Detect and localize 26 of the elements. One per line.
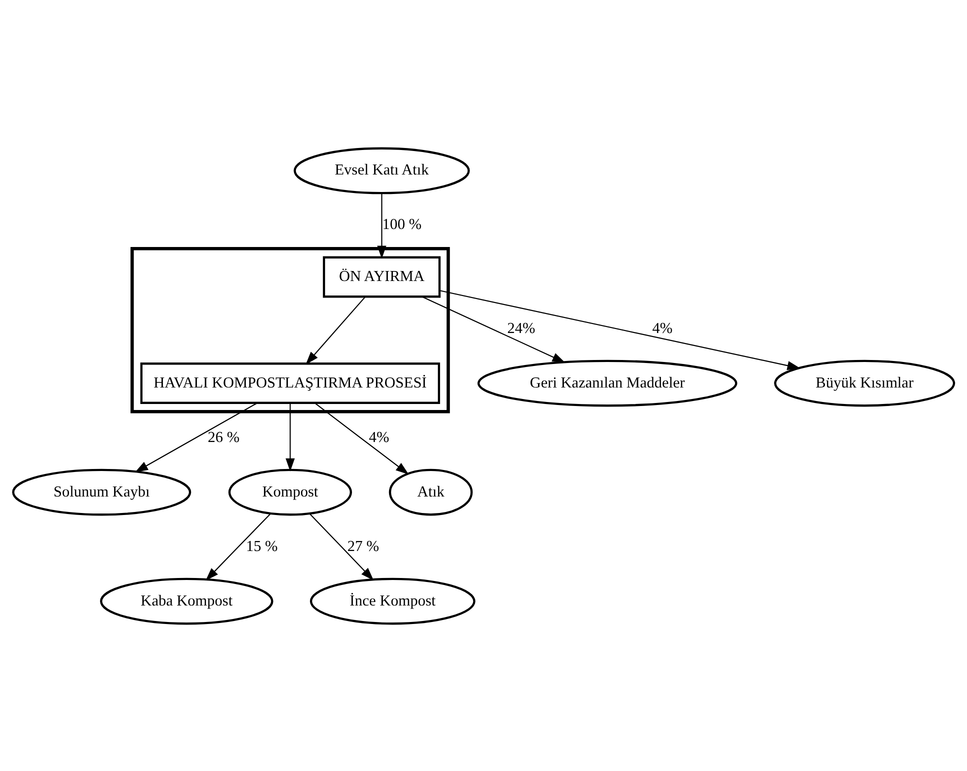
edge-label: 100 % [382,216,422,233]
edge-label: 27 % [347,537,380,554]
node-ellipse: Atık [388,468,473,516]
arrow [286,402,295,471]
node-ellipse: Geri Kazanılan Maddeler [477,359,738,406]
arrow [422,296,566,362]
arrow [314,402,409,474]
arrow [306,296,366,364]
node-ellipse: İnce Kompost [310,577,476,624]
arrow [206,512,272,580]
arrow [134,402,258,472]
arrow [440,290,800,370]
edge-label: 15 % [246,537,278,554]
arrow [310,513,374,580]
edge-label: 24% [507,319,536,336]
node-box: HAVALI KOMPOSTLAŞTIRMA PROSESİ [140,362,440,404]
arrow [377,192,386,258]
edge-label: 4% [652,319,673,336]
node-ellipse: Kompost [228,468,352,516]
cluster [130,246,450,413]
edge-label: 26 % [208,428,240,446]
node-ellipse: Kaba Kompost [100,577,274,624]
node-ellipse: Evsel Katı Atık [294,146,470,194]
node-ellipse: Solunum Kaybı [12,468,192,516]
edge-label: 4% [368,428,390,446]
node-box: ÖN AYIRMA [322,256,441,298]
